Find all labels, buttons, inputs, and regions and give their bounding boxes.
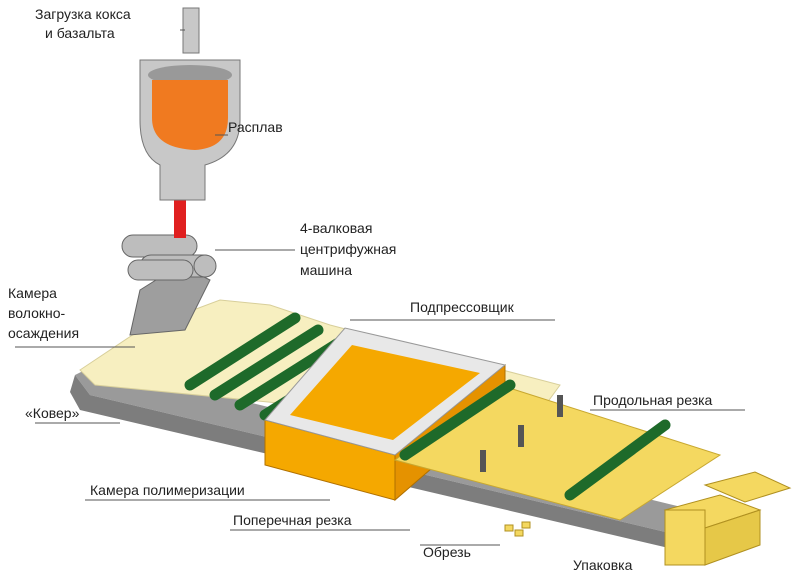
label-machine-1: 4-валковая bbox=[300, 220, 372, 236]
label-longitudinal-cut: Продольная резка bbox=[593, 392, 713, 408]
label-melt: Расплав bbox=[228, 119, 283, 135]
leader-lines bbox=[15, 29, 745, 546]
label-cross-cut: Поперечная резка bbox=[233, 512, 352, 528]
longitudinal-cut-roller bbox=[564, 419, 671, 501]
four-roller-centrifuge bbox=[121, 234, 217, 281]
label-machine-3: машина bbox=[300, 262, 352, 278]
label-trim: Обрезь bbox=[423, 544, 471, 560]
packed-stack bbox=[663, 471, 792, 566]
label-chamber-1: Камера bbox=[8, 285, 57, 301]
label-carpet: «Ковер» bbox=[25, 405, 80, 421]
label-chamber-3: осаждения bbox=[8, 325, 79, 341]
label-loading: Загрузка кокса bbox=[35, 6, 131, 22]
label-loading-2: и базальта bbox=[45, 25, 115, 41]
label-machine-2: центрифужная bbox=[300, 241, 396, 257]
melt-stream bbox=[174, 190, 186, 238]
cross-cut-roller bbox=[399, 379, 516, 461]
melting-furnace bbox=[139, 7, 241, 201]
label-chamber-2: волокно- bbox=[8, 305, 66, 321]
trim-pieces bbox=[504, 521, 531, 537]
label-polymerization: Камера полимеризации bbox=[90, 482, 245, 498]
label-press: Подпрессовщик bbox=[410, 299, 515, 315]
label-packing: Упаковка bbox=[573, 557, 633, 573]
saw-blades bbox=[480, 395, 563, 472]
